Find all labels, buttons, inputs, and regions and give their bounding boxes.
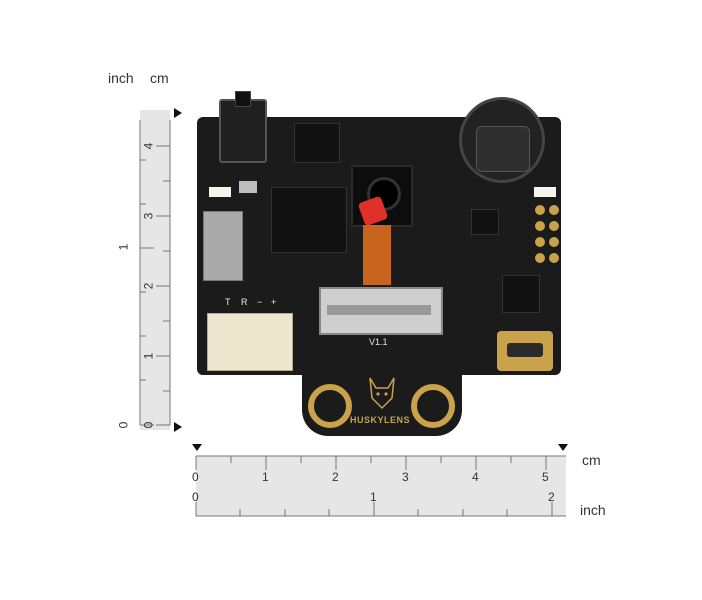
horizontal-ruler-inch-ticks <box>195 502 566 517</box>
fpc-connector <box>319 287 443 335</box>
gpio-pad <box>549 205 559 215</box>
top-ic <box>294 123 340 163</box>
main-processor <box>271 187 347 253</box>
vertical-cm-label-0: 0 <box>141 421 156 429</box>
horizontal-ruler-cm-ticks <box>195 455 566 470</box>
vertical-inch-label-0: 0 <box>116 421 131 429</box>
vertical-cm-label-2: 2 <box>141 282 156 290</box>
vertical-ruler-inch-label: inch <box>108 70 134 86</box>
mounting-hole-right <box>411 384 455 428</box>
vertical-cm-label-4: 4 <box>141 142 156 150</box>
camera-flex-cable <box>363 225 391 285</box>
version-label: V1.1 <box>369 337 388 347</box>
vertical-cm-label-1: 1 <box>141 352 156 360</box>
function-dial <box>459 97 545 183</box>
left-led <box>209 187 231 197</box>
horizontal-inch-label-1: 1 <box>370 490 377 504</box>
gpio-pad <box>549 253 559 263</box>
vertical-ruler-cm-ticks <box>156 120 171 426</box>
husky-logo-icon <box>369 377 395 410</box>
pin-label-minus: − <box>257 297 263 307</box>
right-ic-1 <box>471 209 499 235</box>
right-led <box>534 187 556 197</box>
vertical-ruler <box>139 108 182 432</box>
horizontal-cm-label-3: 3 <box>402 470 409 484</box>
huskylens-board: T R − + V1.1 <box>197 91 561 375</box>
gpio-pad <box>549 237 559 247</box>
horizontal-cm-label-1: 1 <box>262 470 269 484</box>
crystal <box>239 181 257 193</box>
horizontal-ruler-cm-label: cm <box>582 452 601 468</box>
vertical-cm-label-3: 3 <box>141 212 156 220</box>
horizontal-ruler <box>192 444 568 517</box>
vertical-inch-label-1: 1 <box>116 243 131 251</box>
horizontal-cm-label-2: 2 <box>332 470 339 484</box>
horizontal-cm-label-4: 4 <box>472 470 479 484</box>
camera-module <box>351 165 413 227</box>
right-ic-2 <box>502 275 540 313</box>
horizontal-ruler-body <box>196 456 566 516</box>
mounting-hole-left <box>308 384 352 428</box>
brand-label: HUSKYLENS <box>350 415 411 425</box>
horizontal-inch-label-0: 0 <box>192 490 199 504</box>
horizontal-cm-label-5: 5 <box>542 470 549 484</box>
pin-label-plus: + <box>271 297 277 307</box>
horizontal-inch-label-2: 2 <box>548 490 555 504</box>
horizontal-cm-label-0: 0 <box>192 470 199 484</box>
gpio-pad <box>535 253 545 263</box>
vertical-ruler-cm-label: cm <box>150 70 169 86</box>
vertical-ruler-top-marker <box>174 108 182 118</box>
vertical-ruler-bottom-marker <box>174 422 182 432</box>
horizontal-ruler-inch-label: inch <box>580 502 606 518</box>
microsd-slot <box>203 211 243 281</box>
vertical-ruler-inch-ticks <box>139 120 154 426</box>
gpio-pad <box>535 237 545 247</box>
uart-connector <box>207 313 293 371</box>
gpio-pad <box>549 221 559 231</box>
horizontal-ruler-right-marker <box>558 444 568 451</box>
pin-label-r: R <box>241 297 248 307</box>
horizontal-ruler-left-marker <box>192 444 202 451</box>
gpio-pad <box>535 205 545 215</box>
gpio-pad <box>535 221 545 231</box>
push-button <box>219 91 267 163</box>
vertical-ruler-body <box>140 110 170 430</box>
pin-label-t: T <box>225 297 231 307</box>
micro-usb-port <box>497 331 553 371</box>
